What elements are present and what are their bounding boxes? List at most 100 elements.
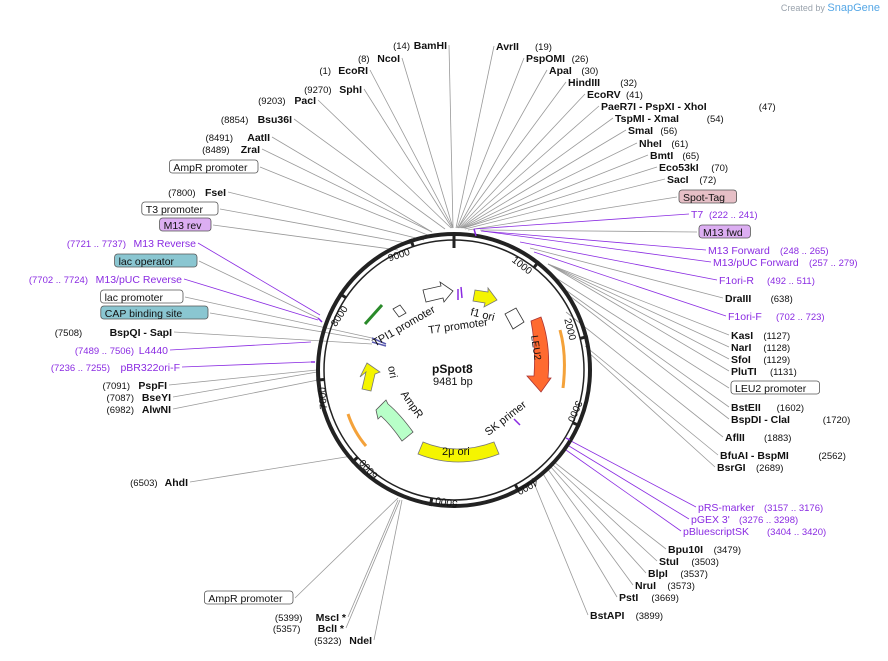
map-label[interactable]: BmtI(65) <box>650 150 699 162</box>
label-text: lac promoter <box>105 292 164 304</box>
map-label[interactable]: TspMI - XmaI(54) <box>615 113 724 125</box>
plasmid-length: 9481 bp <box>433 376 473 388</box>
map-label[interactable]: BstEII(1602) <box>731 402 804 414</box>
map-label[interactable]: M13 Forward(248 .. 265) <box>708 245 829 257</box>
map-label[interactable]: AlwNI(6982) <box>107 404 172 416</box>
map-label[interactable]: NheI(61) <box>639 138 688 150</box>
leader-line <box>183 278 319 321</box>
map-label[interactable]: M13/pUC Forward(257 .. 279) <box>713 257 858 269</box>
label-text: Bsu36I <box>258 114 293 126</box>
map-label[interactable]: MscI *(5399) <box>275 612 347 624</box>
map-label[interactable]: PspOMI(26) <box>526 53 589 65</box>
map-label[interactable]: Spot-Tag <box>678 189 737 204</box>
map-label[interactable]: pBR322ori-F(7236 .. 7255) <box>51 362 180 374</box>
map-label[interactable]: pGEX 3'(3276 .. 3298) <box>691 514 798 526</box>
leader-line <box>547 263 730 372</box>
map-label[interactable]: M13 rev <box>159 217 212 232</box>
map-label[interactable]: AvrII(19) <box>496 41 552 53</box>
map-label[interactable]: PluTI(1131) <box>731 366 797 378</box>
leu2-feature[interactable] <box>526 316 552 393</box>
label-box <box>159 217 212 232</box>
tpi1-promoter-feature[interactable] <box>392 304 407 318</box>
map-label[interactable]: BamHI(14) <box>393 40 447 52</box>
map-label[interactable]: ZraI(8489) <box>202 144 260 156</box>
map-label[interactable]: pRS-marker(3157 .. 3176) <box>698 502 823 514</box>
map-label[interactable]: M13/pUC Reverse(7702 .. 7724) <box>29 274 182 286</box>
map-label[interactable]: SfoI(1129) <box>731 354 790 366</box>
map-label[interactable]: lac promoter <box>100 289 184 304</box>
map-label[interactable]: BstAPI(3899) <box>590 610 663 622</box>
map-label[interactable]: M13 Reverse(7721 .. 7737) <box>67 238 196 250</box>
leu2-promoter-feature[interactable] <box>504 307 525 330</box>
map-label[interactable]: AmpR promoter <box>203 590 294 605</box>
map-label[interactable]: AhdI(6503) <box>130 477 188 489</box>
map-label[interactable]: BlpI(3537) <box>648 568 708 580</box>
map-label[interactable]: FseI(7800) <box>168 187 226 199</box>
map-label[interactable]: AflII(1883) <box>725 432 791 444</box>
ampr-feature[interactable] <box>375 399 414 442</box>
tick-mark <box>572 421 581 428</box>
leader-line <box>173 331 373 345</box>
map-label[interactable]: Bpu10I(3479) <box>668 544 741 556</box>
map-label[interactable]: CAP binding site <box>100 305 209 320</box>
map-label[interactable]: EcoRV(41) <box>587 89 643 101</box>
map-label[interactable]: SacI(72) <box>667 174 716 186</box>
label-position: (56) <box>660 126 677 137</box>
map-label[interactable]: StuI(3503) <box>659 556 719 568</box>
label-text: M13/pUC Reverse <box>96 274 183 286</box>
map-label[interactable]: PspFI(7091) <box>103 380 168 392</box>
map-label[interactable]: KasI(1127) <box>731 330 790 342</box>
map-label[interactable]: NdeI(5323) <box>314 635 372 647</box>
map-label[interactable]: L4440(7489 .. 7506) <box>75 345 168 357</box>
map-label[interactable]: lac operator <box>114 253 198 268</box>
map-label[interactable]: BclI *(5357) <box>273 623 345 635</box>
leader-line <box>168 369 318 386</box>
map-label[interactable]: NarI(1128) <box>731 342 790 354</box>
leader-line <box>198 260 319 319</box>
map-label[interactable]: ApaI(30) <box>549 65 598 77</box>
label-text: EcoRV <box>587 89 621 101</box>
map-label[interactable]: HindIII(32) <box>568 77 637 89</box>
label-text: BfuAI - BspMI <box>720 450 789 462</box>
leader-line <box>547 263 730 336</box>
tick-label: 2000 <box>561 317 577 342</box>
map-label[interactable]: SphI(9270) <box>304 84 362 96</box>
map-label[interactable]: EcoRI(1) <box>319 65 368 77</box>
tick-mark <box>532 260 541 269</box>
map-label[interactable]: M13 fwd <box>698 224 751 239</box>
map-label[interactable]: Eco53kI(70) <box>659 162 728 174</box>
map-label[interactable]: PacI(9203) <box>258 95 316 107</box>
map-label[interactable]: BspQI - SapI(7508) <box>55 327 172 339</box>
map-label[interactable]: BspDI - ClaI(1720) <box>731 414 850 426</box>
label-position: (3899) <box>636 611 663 622</box>
t7-promoter-feature[interactable] <box>422 281 454 303</box>
ori-feature[interactable] <box>359 362 381 392</box>
f1-ori-feature[interactable] <box>472 286 498 308</box>
two-mu-ori-feature[interactable] <box>417 441 500 463</box>
map-label[interactable]: NruI(3573) <box>635 580 695 592</box>
map-label[interactable]: BsrGI(2689) <box>717 462 783 474</box>
map-label[interactable]: PstI(3669) <box>619 592 679 604</box>
map-label[interactable]: LEU2 promoter <box>730 380 820 395</box>
map-label[interactable]: T7(222 .. 241) <box>691 209 758 221</box>
map-label[interactable]: NcoI(8) <box>358 53 400 65</box>
map-label[interactable]: BfuAI - BspMI(2562) <box>720 450 846 462</box>
label-text: DraIII <box>725 293 751 305</box>
map-label[interactable]: F1ori-R(492 .. 511) <box>719 275 815 287</box>
plasmid-name: pSpot8 <box>432 362 473 376</box>
map-label[interactable]: DraIII(638) <box>725 293 793 305</box>
map-label[interactable]: F1ori-F(702 .. 723) <box>728 311 825 323</box>
label-text: SfoI <box>731 354 751 366</box>
map-label[interactable]: T3 promoter <box>141 201 219 216</box>
map-label[interactable]: BseYI(7087) <box>107 392 172 404</box>
map-label[interactable]: PaeR7I - PspXI - XhoI(47) <box>601 101 776 113</box>
green-feature-arc[interactable] <box>363 303 384 326</box>
label-text: AvrII <box>496 41 519 53</box>
map-label[interactable]: AatII(8491) <box>206 132 271 144</box>
map-label[interactable]: SmaI(56) <box>628 125 677 137</box>
map-label[interactable]: pBluescriptSK(3404 .. 3420) <box>683 526 826 538</box>
map-label[interactable]: Bsu36I(8854) <box>221 114 292 126</box>
label-position: (1883) <box>764 433 791 444</box>
map-label[interactable]: AmpR promoter <box>168 159 259 174</box>
label-text: StuI <box>659 556 679 568</box>
